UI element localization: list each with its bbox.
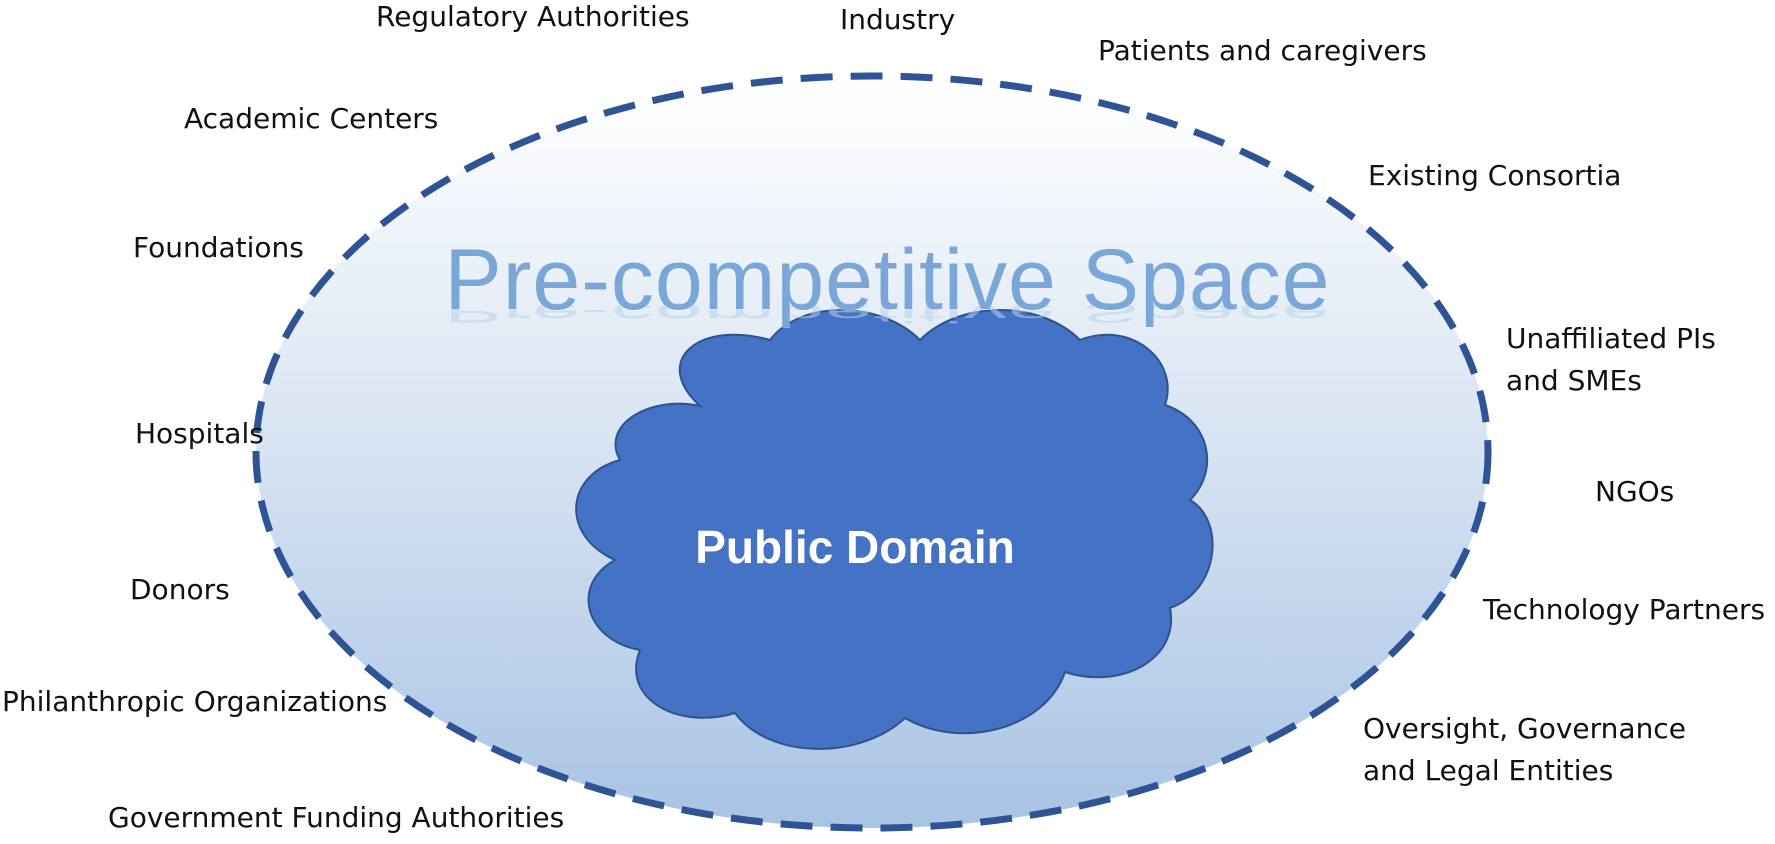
stakeholder-line: and Legal Entities xyxy=(1363,754,1614,787)
stakeholder-ngos: NGOs xyxy=(1595,475,1675,508)
stakeholder-regulatory-authorities: Regulatory Authorities xyxy=(376,0,690,33)
stakeholder-existing-consortia: Existing Consortia xyxy=(1368,159,1622,192)
stakeholder-donors: Donors xyxy=(130,573,230,606)
stakeholder-technology-partners: Technology Partners xyxy=(1483,593,1766,626)
stakeholder-industry: Industry xyxy=(840,3,956,36)
stakeholder-government-funding-authorities: Government Funding Authorities xyxy=(108,801,565,834)
pre-competitive-space-title: Pre-competitive Space xyxy=(444,232,1331,328)
stakeholder-line: Oversight, Governance xyxy=(1363,712,1686,745)
stakeholder-patients-and-caregivers: Patients and caregivers xyxy=(1098,34,1427,67)
public-domain-label: Public Domain xyxy=(695,521,1015,573)
stakeholder-line: Unaffiliated PIs xyxy=(1506,322,1716,355)
stakeholder-hospitals: Hospitals xyxy=(135,417,264,450)
public-domain-cloud xyxy=(575,309,1214,750)
stakeholder-philanthropic-organizations: Philanthropic Organizations xyxy=(2,685,388,718)
stakeholder-academic-centers: Academic Centers xyxy=(184,102,439,135)
stakeholder-foundations: Foundations xyxy=(133,231,304,264)
stakeholder-unaffiliated-pis-and-smes: Unaffiliated PIs and SMEs xyxy=(1506,318,1716,402)
stakeholder-oversight-governance-legal: Oversight, Governance and Legal Entities xyxy=(1363,708,1686,792)
stakeholder-line: and SMEs xyxy=(1506,364,1642,397)
